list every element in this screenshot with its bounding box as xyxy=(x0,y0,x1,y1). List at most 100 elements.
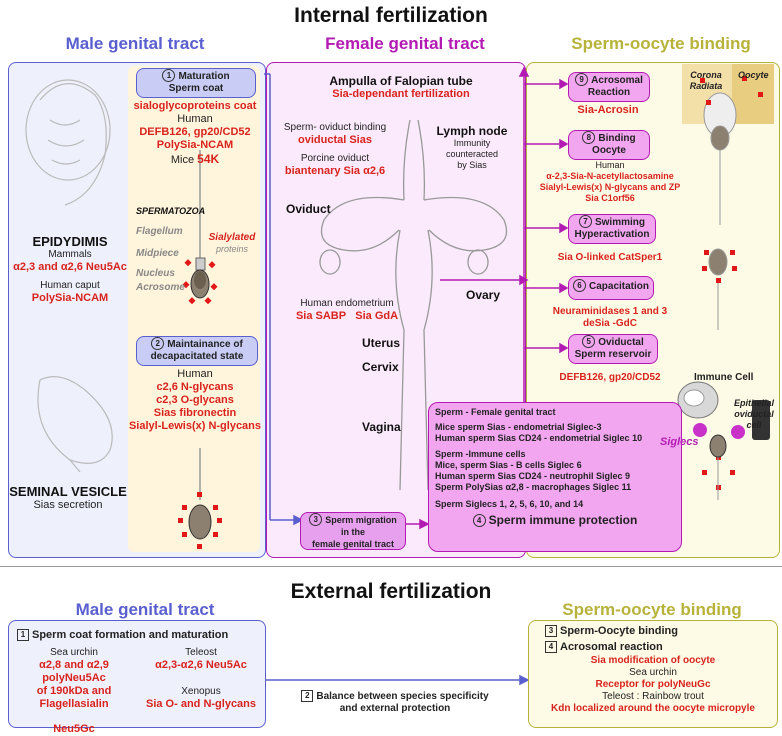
sperm-oocyte-title: Sperm-oocyte binding xyxy=(571,34,751,53)
immunity-line2: counteracted xyxy=(445,149,499,159)
step5-num: 5 xyxy=(582,335,596,348)
ext-step4-t2: Sea urchin xyxy=(629,667,677,678)
internal-title: Internal fertilization xyxy=(294,4,488,27)
step7-num: 7 xyxy=(578,215,592,228)
ext-step4-v3: Kdn localized around the oocyte micropyl… xyxy=(551,703,755,714)
urchin-v1: α2,8 and α2,9 polyNeu5Ac xyxy=(39,659,109,684)
step2-line1: Maintainance of xyxy=(167,339,243,350)
step4-l8: Sperm Siglecs 1, 2, 5, 6, 10, and 14 xyxy=(435,499,584,509)
step3-line1: Sperm migration xyxy=(325,515,397,525)
step9-value: Sia-Acrosin xyxy=(577,104,639,116)
step9-num: 9 xyxy=(575,73,589,86)
step4-l4: Sperm -Immune cells xyxy=(435,449,526,459)
step3-line2: in the xyxy=(341,527,365,537)
endometrium-v1: Sia SABP xyxy=(295,310,347,322)
immune-cell-label: Immune Cell xyxy=(694,372,754,383)
step4-l7: Sperm PolySias α2,8 - macrophages Siglec… xyxy=(435,482,632,492)
uterus-label: Uterus xyxy=(362,336,401,350)
step2-v3: Sias fibronectin xyxy=(153,407,237,419)
oviduct-label: Oviduct xyxy=(286,202,331,216)
ext-step1-num: 1 xyxy=(17,629,29,641)
step7-value: Sia O-linked CatSper1 xyxy=(557,252,663,263)
seminal-vesicle-sub: Sias secretion xyxy=(33,499,103,511)
female-tract-title: Female genital tract xyxy=(325,34,485,53)
acrosome-label: Acrosome xyxy=(136,282,185,293)
epithelial-line3: cell xyxy=(746,420,762,430)
porcine-value: biantenary Sia α2,6 xyxy=(284,165,386,177)
step4-num: 4 xyxy=(472,514,486,527)
urchin-v3: Neu5Gc xyxy=(53,723,95,735)
step4-l3: Human sperm Sias CD24 - endometrial Sigl… xyxy=(435,433,643,443)
step3-line3: female genital tract xyxy=(311,539,395,549)
male-tract-title: Male genital tract xyxy=(65,34,205,53)
oocyte-illustration xyxy=(682,64,774,138)
uterus-illustration xyxy=(319,119,508,491)
step2-v1: c2,6 N-glycans xyxy=(156,381,234,393)
ext-step3-title: Sperm-Oocyte binding xyxy=(560,625,678,637)
migration-arrow xyxy=(264,73,304,526)
ext-step2-l2: and external protection xyxy=(339,703,451,714)
step7-line1: Swimming xyxy=(594,217,645,228)
mammals-label: Mammals xyxy=(48,249,92,260)
urchin-label: Sea urchin xyxy=(50,647,98,658)
ext-step4-v2: Receptor for polyNeuGc xyxy=(595,679,711,690)
immune-cell-illustration xyxy=(677,381,770,500)
binding-label: Sperm- oviduct binding xyxy=(283,122,387,133)
seminal-vesicle-illustration xyxy=(37,376,113,473)
vagina-label: Vagina xyxy=(362,420,401,434)
cervix-label: Cervix xyxy=(362,360,399,374)
binding-value: oviductal Sias xyxy=(298,134,372,146)
siglecs-label: Siglecs xyxy=(660,436,699,448)
ext-step4-t3: Teleost : Rainbow trout xyxy=(602,691,704,702)
epithelial-line2: oviductal xyxy=(734,409,774,419)
sperm-illustration-2 xyxy=(178,448,222,549)
step7-line2: Hyperactivation xyxy=(574,229,650,240)
female-arrows xyxy=(406,66,569,530)
step2-num: 2 xyxy=(151,337,165,350)
step1-human-value: DEFB126, gp20/CD52 xyxy=(139,126,251,138)
sialylated-label: Sialylated xyxy=(208,232,256,243)
endometrium-label: Human endometrium xyxy=(300,298,394,309)
external-title: External fertilization xyxy=(290,580,492,603)
urchin-v2: of 190kDa and Flagellasialin xyxy=(36,685,112,710)
step3-num: 3 xyxy=(309,513,323,526)
step1-num: 1 xyxy=(162,69,176,82)
epithelial-line1: Epithelial xyxy=(733,398,774,408)
step4-title: Sperm immune protection xyxy=(488,513,638,527)
step5-line2: Sperm reservoir xyxy=(574,349,652,360)
teleost-value: α2,3-α2,6 Neu5Ac xyxy=(155,659,247,671)
nucleus-label: Nucleus xyxy=(136,268,175,279)
ext-male-title: Male genital tract xyxy=(75,600,215,619)
ext-step2-l1: Balance between species specificity xyxy=(316,691,489,702)
spo-sperms xyxy=(708,125,730,330)
flagellum-label: Flagellum xyxy=(136,226,183,237)
ext-step4-v1: Sia modification of oocyte xyxy=(590,655,716,666)
step2-human: Human xyxy=(177,368,213,380)
step1-polysia: PolySia-NCAM xyxy=(156,139,234,151)
ext-step3-num: 3 xyxy=(545,625,557,637)
step1-coat: sialoglycoproteins coat xyxy=(133,100,257,112)
ext-step1-title: Sperm coat formation and maturation xyxy=(32,629,229,641)
teleost-label: Teleost xyxy=(185,647,217,658)
step1-human: Human xyxy=(177,113,213,125)
step6-line1: Capacitation xyxy=(588,281,649,292)
mammals-value: α2,3 and α2,6 Neu5Ac xyxy=(13,261,127,273)
external-arrow xyxy=(264,674,530,686)
step6-v1: Neuraminidases 1 and 3 xyxy=(552,306,668,317)
section-divider xyxy=(0,566,782,567)
step6-num: 6 xyxy=(572,279,586,292)
ext-step4-title: Acrosomal reaction xyxy=(560,641,663,653)
step9-line2: Reaction xyxy=(587,87,631,98)
step2-v4: Sialyl-Lewis(x) N-glycans xyxy=(128,420,262,432)
step8-v2: Sialyl-Lewis(x) N-glycans and ZP xyxy=(539,182,681,192)
